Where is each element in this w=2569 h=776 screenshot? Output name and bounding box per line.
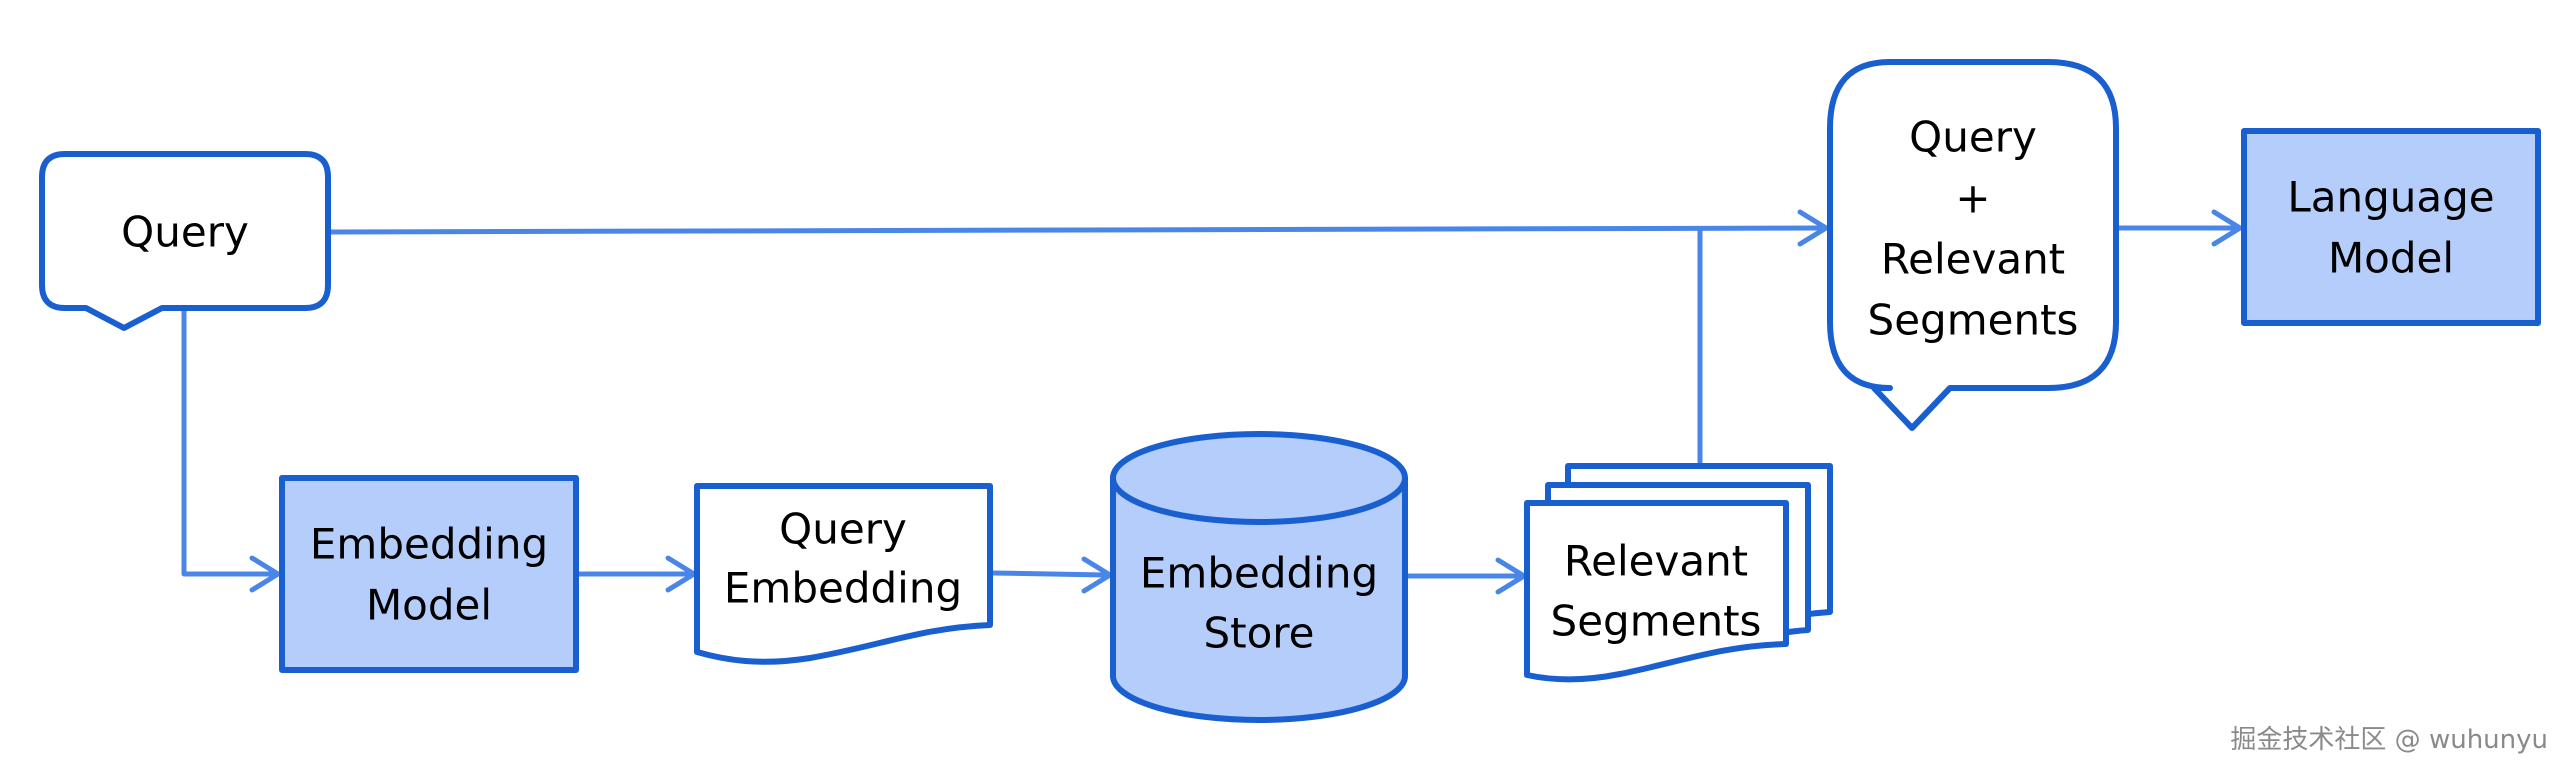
edge-query-to-embedding-model	[181, 307, 281, 593]
node-embedding-model-label-line1: Embedding	[310, 520, 548, 569]
node-query-plus-segments-label-line3: Relevant	[1881, 235, 2065, 284]
edge-query-embedding-to-embedding-store	[990, 556, 1113, 594]
node-embedding-store-label-line2: Store	[1203, 609, 1314, 658]
node-query-embedding: Query Embedding	[694, 483, 993, 665]
node-language-model-label-line2: Model	[2328, 234, 2454, 283]
process-box-shape	[279, 475, 579, 673]
watermark: 掘金技术社区 @ wuhunyu	[2230, 725, 2548, 755]
speech-bubble-shape	[1827, 59, 2119, 431]
node-query-label: Query	[121, 208, 249, 257]
edge-query-to-query-plus-segments	[327, 209, 1829, 247]
node-embedding-model: Embedding Model	[279, 475, 579, 673]
node-embedding-store-label-line1: Embedding	[1140, 549, 1378, 598]
node-query-plus-segments-label-line2: +	[1955, 174, 1990, 223]
cylinder-top-shape	[1110, 431, 1408, 525]
node-embedding-store: Embedding Store	[1110, 431, 1408, 723]
node-relevant-segments-label-line1: Relevant	[1564, 537, 1748, 586]
node-query: Query	[39, 151, 331, 331]
node-query-embedding-label-line1: Query	[779, 505, 907, 554]
node-query-plus-segments-label-line1: Query	[1909, 113, 2037, 162]
node-query-embedding-label-line2: Embedding	[724, 564, 962, 613]
node-embedding-model-label-line2: Model	[366, 581, 492, 630]
document-shape	[694, 483, 993, 665]
node-relevant-segments: Relevant Segments	[1524, 463, 1833, 683]
cylinder-body-shape	[1110, 475, 1408, 723]
node-language-model: Language Model	[2241, 128, 2541, 326]
edge-embedding-model-to-query-embedding	[575, 555, 697, 593]
speech-bubble-shape	[39, 151, 331, 331]
edge-query-plus-segments-to-language-model	[2115, 209, 2243, 247]
node-query-plus-segments-label-line4: Segments	[1868, 296, 2079, 345]
node-query-plus-segments: Query + Relevant Segments	[1827, 59, 2119, 431]
document-stack-front-shape	[1524, 500, 1789, 683]
node-language-model-label-line1: Language	[2287, 173, 2494, 222]
edge-embedding-store-to-relevant-segments	[1403, 557, 1527, 595]
node-relevant-segments-label-line2: Segments	[1551, 597, 1762, 646]
process-box-shape	[2241, 128, 2541, 326]
